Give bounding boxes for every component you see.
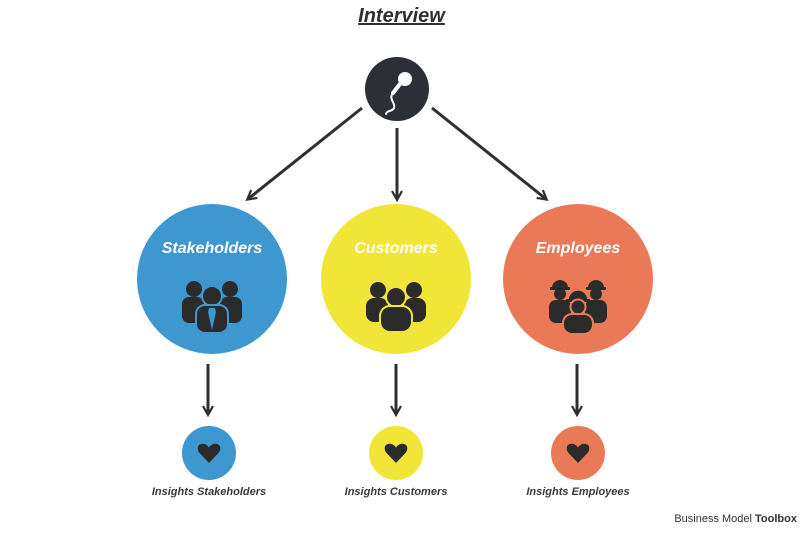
heart-icon xyxy=(566,443,590,463)
arrow-to-stakeholders xyxy=(248,106,363,199)
heart-icon xyxy=(384,443,408,463)
customers-label: Customers xyxy=(354,240,438,257)
insights-stakeholders-label: Insights Stakeholders xyxy=(151,486,267,498)
root-node xyxy=(365,57,429,121)
insight-arrows xyxy=(208,364,577,414)
employees-label: Employees xyxy=(535,240,621,257)
insights-customers-label: Insights Customers xyxy=(344,486,448,498)
arrow-to-employees xyxy=(431,106,546,199)
brand-bold: Toolbox xyxy=(755,513,797,525)
diagram-title: Interview xyxy=(358,5,445,27)
stakeholders-circle xyxy=(137,204,287,354)
insights-employees-label: Insights Employees xyxy=(526,486,630,498)
microphone-icon xyxy=(385,72,412,115)
customers-circle xyxy=(321,204,471,354)
brand-logo: Business Model Toolbox xyxy=(674,513,797,525)
employees-circle xyxy=(503,204,653,354)
stakeholders-label: Stakeholders xyxy=(161,240,263,257)
root-arrows xyxy=(248,106,546,199)
brand-regular: Business Model xyxy=(674,513,752,525)
business-people-icon xyxy=(182,281,242,334)
people-group-icon xyxy=(366,282,426,333)
workers-hardhat-icon xyxy=(549,280,607,335)
heart-icon xyxy=(197,443,221,463)
